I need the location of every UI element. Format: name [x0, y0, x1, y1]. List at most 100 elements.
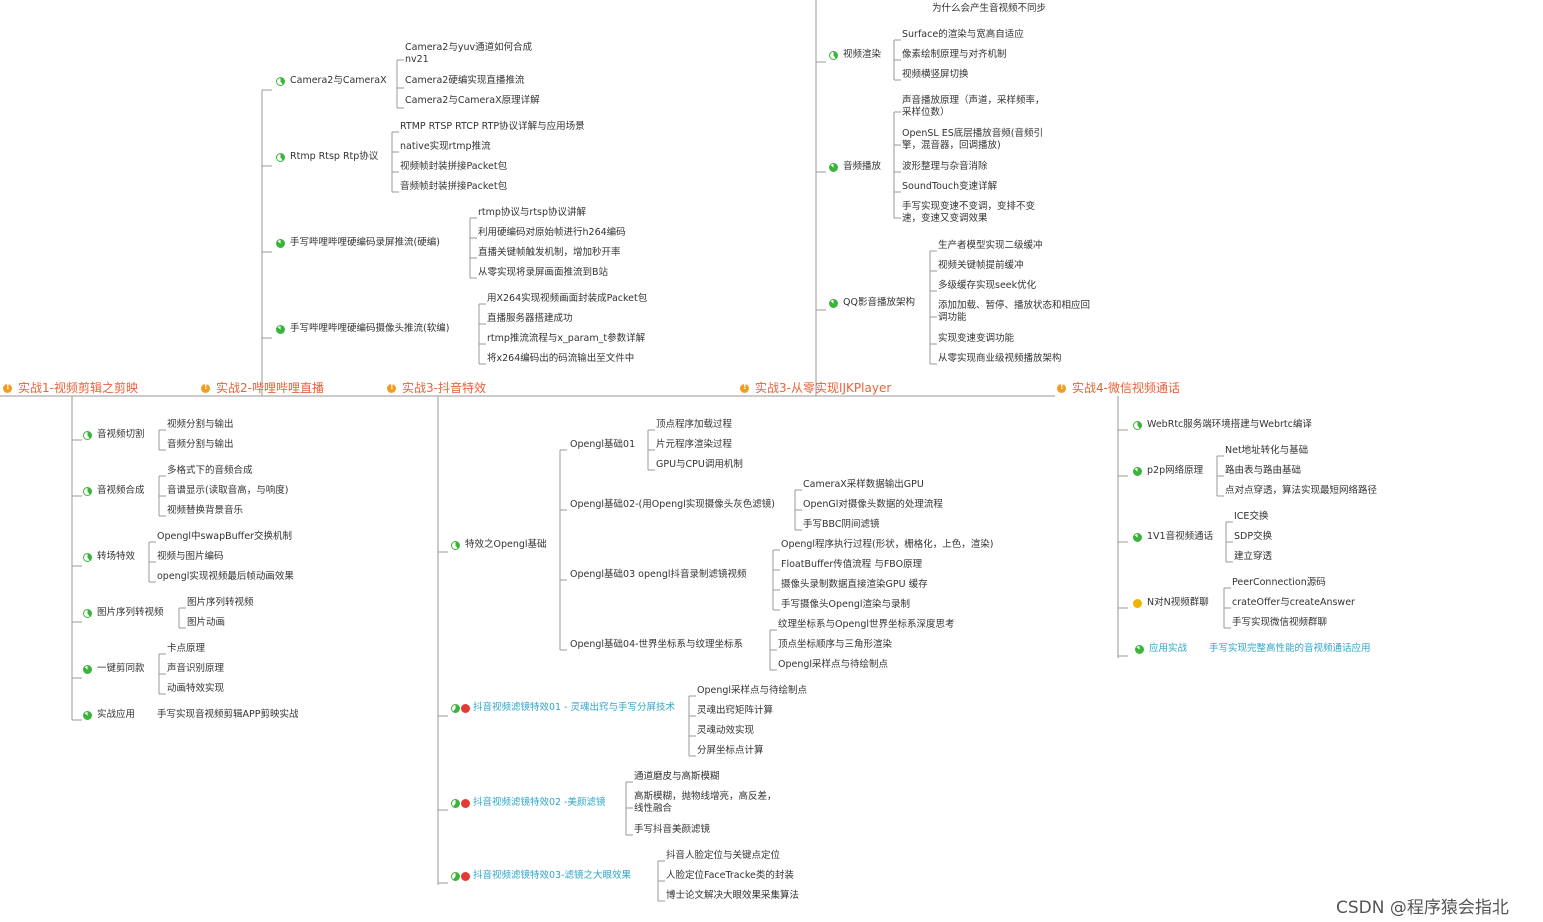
- topic-a4d[interactable]: 将x264编码出的码流输出至文件中: [487, 353, 635, 364]
- topic-c3b[interactable]: 高斯模糊，抛物线增亮，高反差，线性融合: [634, 791, 777, 814]
- topic-a4a[interactable]: 用X264实现视频画面封装成Packet包: [487, 293, 648, 304]
- topic-c4[interactable]: 抖音视频滤镜特效03-滤镜之大眼效果: [473, 870, 632, 881]
- topic-d2c[interactable]: 波形整理与杂音消除: [902, 161, 988, 172]
- topic-b6[interactable]: 实战应用: [97, 709, 136, 720]
- topic-d1c[interactable]: 视频横竖屏切换: [902, 69, 969, 80]
- topic-d3a[interactable]: 生产者模型实现二级缓冲: [938, 240, 1043, 251]
- topic-e4[interactable]: N对N视频群聊: [1147, 597, 1209, 608]
- topic-c3a[interactable]: 通道磨皮与高斯模糊: [634, 771, 720, 782]
- topic-b5a[interactable]: 卡点原理: [167, 643, 206, 654]
- topic-a4b[interactable]: 直播服务器搭建成功: [487, 313, 573, 324]
- topic-b3a[interactable]: Opengl中swapBuffer交换机制: [157, 531, 292, 542]
- main-topic-m1[interactable]: 实战1-视频剪辑之剪映: [18, 381, 138, 395]
- topic-b3[interactable]: 转场特效: [97, 551, 136, 562]
- topic-b4[interactable]: 图片序列转视频: [97, 607, 164, 618]
- topic-b5[interactable]: 一键剪同款: [97, 663, 145, 674]
- topic-a3b[interactable]: 利用硬编码对原始帧进行h264编码: [478, 227, 626, 238]
- topic-b2[interactable]: 音视频合成: [97, 485, 145, 496]
- topic-c4a[interactable]: 抖音人脸定位与关键点定位: [666, 850, 781, 861]
- topic-d2e[interactable]: 手写实现变速不变调，变排不变速，变速又变调效果: [902, 201, 1036, 224]
- topic-c1c4[interactable]: 手写摄像头Opengl渲染与录制: [781, 599, 911, 610]
- topic-e1[interactable]: WebRtc服务端环境搭建与Webrtc编译: [1147, 419, 1312, 430]
- topic-a3d[interactable]: 从零实现将录屏画面推流到B站: [478, 267, 609, 278]
- topic-a4c[interactable]: rtmp推流流程与x_param_t参数详解: [487, 333, 646, 344]
- topic-c1a2[interactable]: 片元程序渲染过程: [656, 439, 733, 450]
- main-topic-m5[interactable]: 实战4-微信视频通话: [1072, 381, 1180, 395]
- topic-a2b[interactable]: native实现rtmp推流: [400, 141, 491, 152]
- topic-c1[interactable]: 特效之Opengl基础: [465, 539, 547, 550]
- topic-a3c[interactable]: 直播关键帧触发机制，增加秒开率: [478, 247, 621, 258]
- topic-d0a[interactable]: 为什么会产生音视频不同步: [932, 3, 1047, 14]
- topic-d2[interactable]: 音频播放: [843, 161, 882, 172]
- topic-c1d[interactable]: Opengl基础04-世界坐标系与纹理坐标系: [570, 639, 744, 650]
- topic-d3f[interactable]: 从零实现商业级视频播放架构: [938, 353, 1062, 364]
- topic-b2c[interactable]: 视频替换背景音乐: [167, 505, 244, 516]
- topic-c1a[interactable]: Opengl基础01: [570, 439, 636, 450]
- topic-e3c[interactable]: 建立穿透: [1234, 551, 1273, 562]
- topic-c1b3[interactable]: 手写BBC阴间滤镜: [803, 519, 880, 530]
- topic-e3[interactable]: 1V1音视频通话: [1147, 531, 1214, 542]
- topic-c1b2[interactable]: OpenGl对摄像头数据的处理流程: [803, 499, 943, 510]
- topic-b5c[interactable]: 动画特效实现: [167, 683, 225, 694]
- topic-b4b[interactable]: 图片动画: [187, 617, 226, 628]
- topic-a2d[interactable]: 音频帧封装拼接Packet包: [400, 181, 508, 192]
- topic-d1b[interactable]: 像素绘制原理与对齐机制: [902, 49, 1007, 60]
- topic-c3c[interactable]: 手写抖音美颜滤镜: [634, 824, 711, 835]
- topic-e3b[interactable]: SDP交换: [1234, 531, 1273, 542]
- topic-d3[interactable]: QQ影音播放架构: [843, 297, 915, 308]
- topic-c1d2[interactable]: 顶点坐标顺序与三角形渲染: [778, 639, 893, 650]
- topic-a2[interactable]: Rtmp Rtsp Rtp协议: [290, 151, 379, 162]
- topic-e5a[interactable]: 手写实现完整高性能的音视频通话应用: [1209, 643, 1371, 654]
- topic-d3d[interactable]: 添加加载、暂停、播放状态和相应回调功能: [938, 300, 1091, 323]
- topic-c3[interactable]: 抖音视频滤镜特效02 -美颜滤镜: [473, 797, 606, 808]
- topic-c2d[interactable]: 分屏坐标点计算: [697, 745, 764, 756]
- topic-c1c[interactable]: Opengl基础03 opengl抖音录制滤镜视频: [570, 569, 747, 580]
- topic-e4b[interactable]: crateOffer与createAnswer: [1232, 597, 1355, 608]
- topic-c1c3[interactable]: 摄像头录制数据直接渲染GPU 缓存: [781, 579, 928, 590]
- topic-e2[interactable]: p2p网络原理: [1147, 465, 1204, 476]
- topic-d1[interactable]: 视频渲染: [843, 49, 882, 60]
- topic-b5b[interactable]: 声音识别原理: [167, 663, 225, 674]
- main-topic-m4[interactable]: 实战3-从零实现IJKPlayer: [755, 381, 892, 395]
- topic-d2a[interactable]: 声音播放原理（声道，采样频率，采样位数）: [902, 95, 1045, 118]
- topic-c1a1[interactable]: 顶点程序加载过程: [656, 419, 733, 430]
- topic-a1b[interactable]: Camera2硬编实现直播推流: [405, 75, 525, 86]
- topic-e4a[interactable]: PeerConnection源码: [1232, 577, 1326, 588]
- topic-b3b[interactable]: 视频与图片编码: [157, 551, 224, 562]
- topic-c1c1[interactable]: Opengl程序执行过程(形状，栅格化，上色，渲染): [781, 539, 994, 550]
- topic-c2b[interactable]: 灵魂出窍矩阵计算: [697, 705, 774, 716]
- topic-d2b[interactable]: OpenSL ES底层播放音频(音频引擎，混音器，回调播放): [902, 128, 1043, 151]
- topic-d1a[interactable]: Surface的渲染与宽高自适应: [902, 29, 1024, 40]
- topic-c4c[interactable]: 博士论文解决大眼效果采集算法: [666, 890, 800, 901]
- main-topic-m3[interactable]: 实战3-抖音特效: [402, 381, 486, 395]
- topic-a4[interactable]: 手写哔哩哔哩硬编码摄像头推流(软编): [290, 323, 450, 334]
- topic-d3c[interactable]: 多级缓存实现seek优化: [938, 280, 1037, 291]
- topic-e4c[interactable]: 手写实现微信视频群聊: [1232, 617, 1328, 628]
- topic-c2c[interactable]: 灵魂动效实现: [697, 725, 755, 736]
- topic-d3e[interactable]: 实现变速变调功能: [938, 333, 1015, 344]
- topic-e2b[interactable]: 路由表与路由基础: [1225, 465, 1302, 476]
- topic-a2a[interactable]: RTMP RTSP RTCP RTP协议详解与应用场景: [400, 121, 585, 132]
- main-topic-m2[interactable]: 实战2-哔哩哔哩直播: [216, 381, 324, 395]
- topic-c2a[interactable]: Opengl采样点与待绘制点: [697, 685, 808, 696]
- topic-b3c[interactable]: opengl实现视频最后帧动画效果: [157, 571, 294, 582]
- topic-a1[interactable]: Camera2与CameraX: [290, 75, 387, 86]
- topic-d3b[interactable]: 视频关键帧提前缓冲: [938, 260, 1024, 271]
- topic-c1d1[interactable]: 纹理坐标系与Opengl世界坐标系深度思考: [778, 619, 955, 630]
- topic-e5[interactable]: 应用实战: [1149, 643, 1188, 654]
- topic-c1a3[interactable]: GPU与CPU调用机制: [656, 459, 743, 470]
- topic-e3a[interactable]: ICE交换: [1234, 511, 1269, 522]
- topic-b6a[interactable]: 手写实现音视频剪辑APP剪映实战: [157, 709, 299, 720]
- topic-e2a[interactable]: Net地址转化与基础: [1225, 445, 1309, 456]
- topic-c4b[interactable]: 人脸定位FaceTracke类的封装: [666, 870, 794, 881]
- topic-c1d3[interactable]: Opengl采样点与待绘制点: [778, 659, 889, 670]
- topic-a1c[interactable]: Camera2与CameraX原理详解: [405, 95, 540, 106]
- topic-b1[interactable]: 音视频切割: [97, 429, 145, 440]
- topic-b4a[interactable]: 图片序列转视频: [187, 597, 254, 608]
- topic-d2d[interactable]: SoundTouch变速详解: [902, 181, 998, 192]
- topic-b2a[interactable]: 多格式下的音频合成: [167, 465, 253, 476]
- topic-c1b1[interactable]: CameraX采样数据输出GPU: [803, 479, 924, 490]
- topic-a3a[interactable]: rtmp协议与rtsp协议讲解: [478, 207, 587, 218]
- topic-c2[interactable]: 抖音视频滤镜特效01 - 灵魂出窍与手写分屏技术: [473, 702, 676, 713]
- topic-a3[interactable]: 手写哔哩哔哩硬编码录屏推流(硬编): [290, 237, 440, 248]
